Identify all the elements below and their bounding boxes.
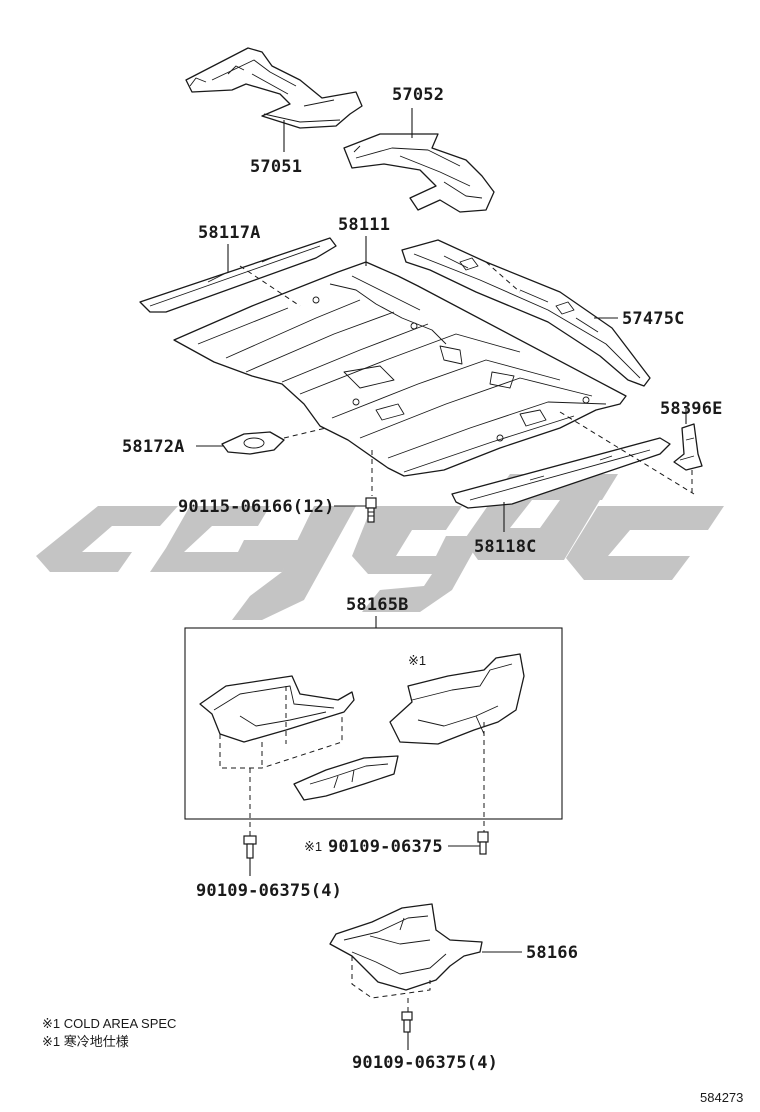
label-57475C: 57475C: [622, 309, 685, 329]
label-58172A: 58172A: [122, 437, 185, 457]
inset-right-cover-drawing: [389, 653, 525, 745]
upper-dashed-lines: [239, 261, 695, 496]
label-57051: 57051: [250, 157, 302, 177]
lower-bolts-drawing: [243, 722, 489, 1050]
note-cold-area: ※1 COLD AREA SPEC: [42, 1016, 176, 1031]
label-58118C: 58118C: [474, 537, 537, 557]
part-58172A-drawing: [221, 431, 285, 455]
upper-leader-lines: [196, 108, 687, 532]
part-57051-drawing: [185, 47, 363, 129]
inset-frame: [184, 627, 563, 820]
label-90109c: 90109-06375(4): [352, 1053, 498, 1073]
note-cold-area-jp: ※1 寒冷地仕様: [42, 1034, 129, 1049]
mark-90109a: ※1: [304, 839, 322, 854]
label-90109a: 90109-06375: [328, 837, 443, 857]
label-58111: 58111: [338, 215, 390, 235]
part-58166-drawing: [329, 903, 522, 999]
label-58396E: 58396E: [660, 399, 723, 419]
part-58118C-drawing: [451, 437, 671, 509]
part-58117A-drawing: [139, 237, 337, 313]
label-58166: 58166: [526, 943, 578, 963]
part-57475C-drawing: [401, 239, 651, 387]
label-90109b: 90109-06375(4): [196, 881, 342, 901]
label-90115: 90115-06166(12): [178, 497, 335, 517]
bolt-90115-drawing: [365, 497, 377, 523]
inset-middle-plate-drawing: [293, 755, 399, 801]
part-58396E-drawing: [673, 423, 703, 471]
inset-left-cover-drawing: [199, 675, 355, 769]
part-57052-drawing: [343, 133, 495, 213]
diagram-id: 584273: [700, 1090, 743, 1105]
label-58117A: 58117A: [198, 223, 261, 243]
part-58111-drawing: [173, 261, 627, 477]
label-58165B: 58165B: [346, 595, 409, 615]
label-57052: 57052: [392, 85, 444, 105]
inset-mark: ※1: [408, 653, 426, 668]
